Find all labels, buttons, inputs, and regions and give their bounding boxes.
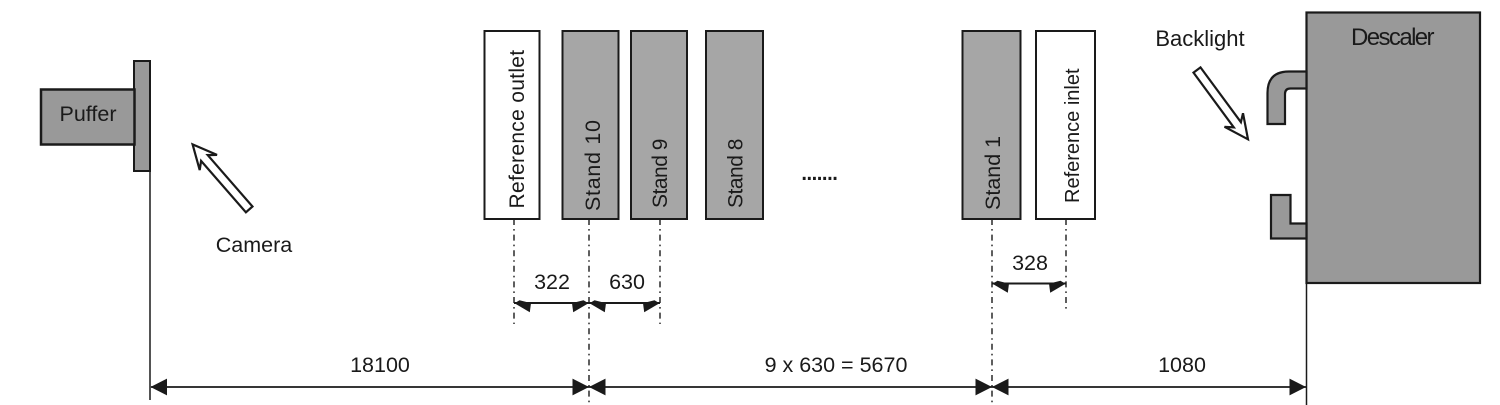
svg-text:328: 328	[1012, 251, 1048, 275]
svg-text:1080: 1080	[1158, 353, 1206, 377]
svg-text:Stand 10: Stand 10	[581, 119, 605, 211]
svg-text:630: 630	[609, 270, 645, 294]
svg-text:Backlight: Backlight	[1155, 26, 1244, 51]
svg-text:Stand 1: Stand 1	[981, 136, 1005, 210]
svg-text:Stand 9: Stand 9	[649, 139, 672, 208]
svg-text:.......: .......	[800, 154, 837, 187]
svg-text:Descaler: Descaler	[1351, 24, 1435, 51]
svg-text:Camera: Camera	[216, 233, 293, 257]
svg-text:Stand 8: Stand 8	[725, 139, 748, 208]
svg-text:9 x 630 = 5670: 9 x 630 = 5670	[765, 353, 908, 377]
svg-text:18100: 18100	[350, 353, 410, 377]
svg-text:Reference inlet: Reference inlet	[1062, 68, 1084, 203]
svg-text:Puffer: Puffer	[60, 102, 117, 126]
svg-text:Reference outlet: Reference outlet	[506, 50, 529, 209]
svg-text:322: 322	[534, 270, 570, 294]
